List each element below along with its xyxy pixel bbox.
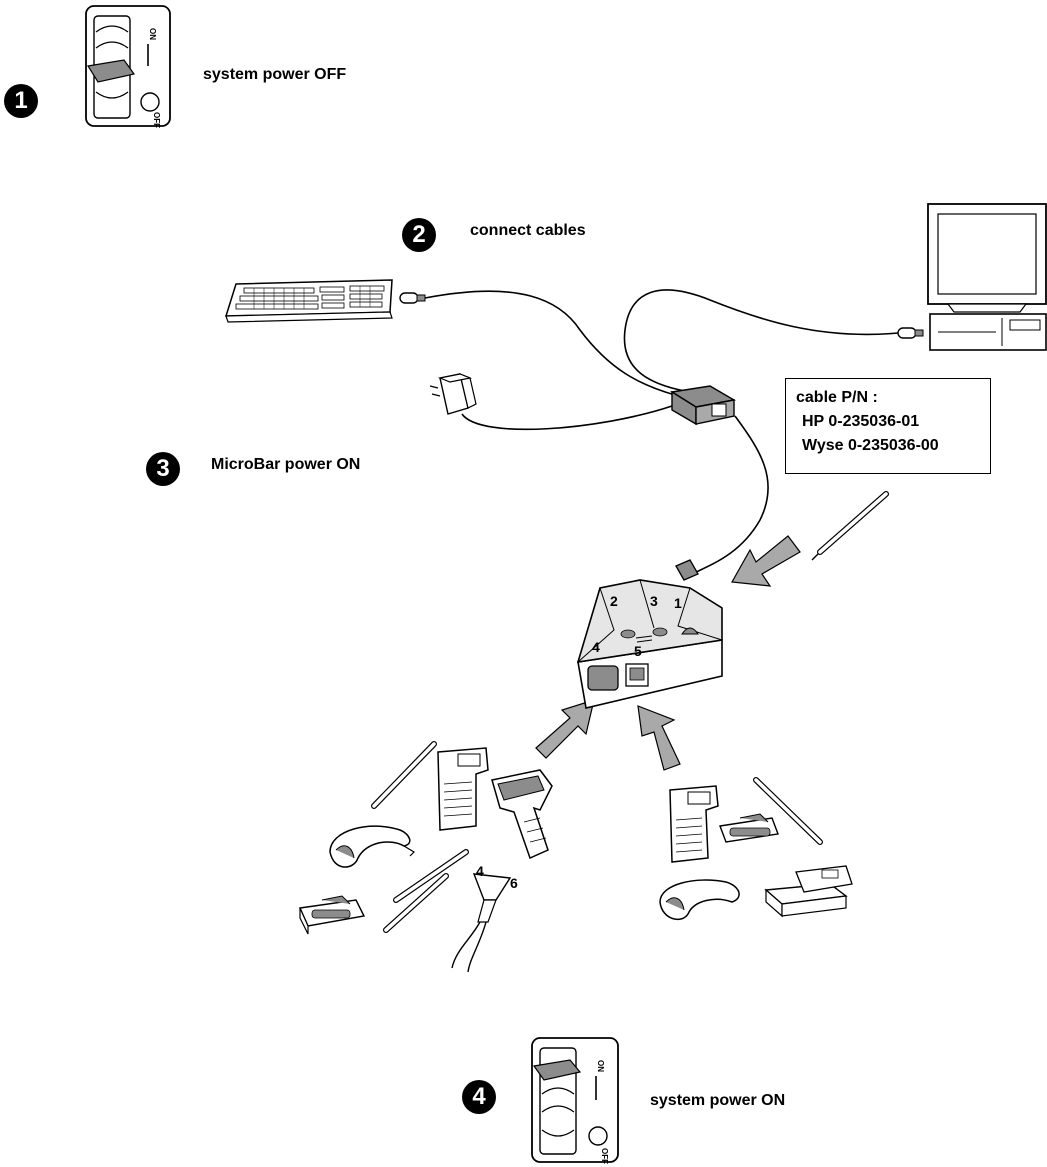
cable-part-number-box: cable P/N : HP 0-235036-01 Wyse 0-235036…: [785, 378, 991, 474]
switch-on-text: ON: [148, 28, 157, 40]
port-number-4: 4: [592, 639, 600, 655]
arrows: [535, 535, 801, 771]
keyboard-icon: [224, 279, 426, 323]
handheld-laser-scanner-icon: [329, 825, 415, 868]
cable-end-number-4: 4: [476, 863, 484, 879]
port-number-5: 5: [634, 643, 642, 659]
handheld-laser-scanner-icon: [659, 879, 740, 921]
step-1-badge: 1: [4, 84, 38, 118]
step-4-badge: 4: [462, 1080, 496, 1114]
connector-plug-icon: [675, 559, 699, 581]
cable-pn-hp: HP 0-235036-01: [802, 413, 920, 430]
step-3-label: MicroBar power ON: [211, 456, 361, 473]
step-4-label: system power ON: [650, 1092, 786, 1109]
card-reader-terminal-icon: [764, 865, 853, 918]
barcode-scanner-gun-icon: [437, 747, 489, 831]
switch-off-text: OFF: [152, 112, 161, 128]
wand-pen-icon: [811, 491, 889, 561]
switch-off-text: OFF: [600, 1148, 609, 1164]
cable-pn-title: cable P/N :: [796, 389, 878, 406]
wand-pen-icon: [753, 777, 823, 845]
cables: [424, 289, 899, 576]
port-number-3: 3: [650, 593, 658, 609]
power-switch-on-icon: ON OFF: [531, 1037, 619, 1164]
switch-on-text: ON: [596, 1060, 605, 1072]
port-number-1: 1: [674, 595, 682, 611]
port-number-2: 2: [610, 593, 618, 609]
step-2-label: connect cables: [470, 222, 586, 239]
adapter-cable-icon: [451, 873, 512, 973]
cable-end-number-6: 6: [510, 875, 518, 891]
cable-junction-box-icon: [670, 385, 736, 426]
step-2-badge: 2: [402, 218, 436, 252]
cable-pn-wyse: Wyse 0-235036-00: [802, 437, 939, 454]
arrow-to-device: [731, 535, 801, 587]
step-1-label: system power OFF: [203, 66, 347, 83]
wand-pen-icon: [371, 741, 437, 809]
wand-pen-icon: [383, 849, 469, 933]
barcode-scanner-gun-icon: [669, 785, 719, 863]
step-3-badge: 3: [146, 452, 180, 486]
ccd-scanner-icon: [491, 769, 553, 860]
computer-monitor-icon: [897, 203, 1047, 351]
arrow-right-up: [637, 705, 681, 771]
magnetic-card-reader-icon: [298, 895, 366, 935]
power-adapter-icon: [429, 373, 477, 415]
power-switch-off-icon: ON OFF: [85, 5, 171, 128]
microbar-device-icon: [576, 579, 723, 709]
arrow-left-up: [535, 699, 595, 759]
magnetic-card-reader-icon: [719, 813, 779, 843]
